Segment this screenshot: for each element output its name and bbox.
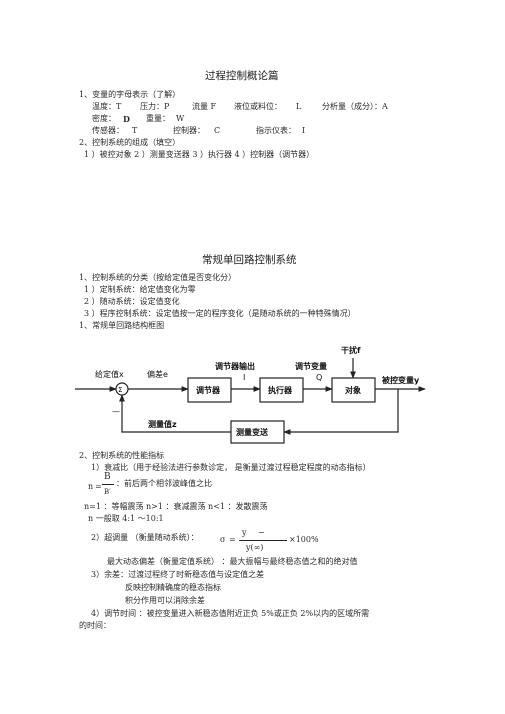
actuator-box — [259, 377, 304, 403]
var-density-symbol: D — [123, 114, 130, 124]
transmitter-box — [230, 420, 285, 444]
object-box — [331, 377, 376, 403]
var-pressure: 压力：P — [140, 102, 170, 111]
label-sigma: Σ — [118, 386, 122, 394]
heading-composition: 2、控制系统的组成（填空） — [79, 138, 181, 147]
ratio-description: ：前后两个相邻波峰值之比 — [116, 479, 212, 488]
perf-decay-ratio: 1）衰减比（用于经验法进行参数诊定， 是衡量过渡过程稳定程度的动态指标） — [91, 463, 371, 472]
classification-item-3: 3 ）程序控制系统：设定值按一定的程序变化（是随动系统的一种特殊情况） — [84, 309, 356, 318]
label-object: 对象 — [345, 385, 361, 395]
overshoot-numerator: y — [242, 528, 247, 537]
arrow-feedback-to-transmitter — [283, 389, 399, 435]
label-transmitter: 测量变送 — [236, 427, 269, 437]
overshoot-equals: = — [229, 535, 236, 544]
classification-item-2: 2 ）随动系统：设定值变化 — [84, 297, 180, 306]
perf-residual: 3）余差：过渡过程终了时新稳态值与设定值之差 — [91, 570, 265, 579]
heading-variable-letters: 1、变量的字母表示（了解） — [79, 90, 181, 99]
label-setpoint: 给定值x — [95, 369, 124, 379]
label-deviation: 偏差e — [147, 369, 168, 379]
var-analysis: 分析量（成分）：A — [322, 102, 388, 111]
ratio-equals: = — [95, 482, 102, 491]
overshoot-numerator-minus: − — [258, 528, 265, 537]
var-indicator-symbol: I — [302, 126, 306, 135]
section-title-single-loop: 常规单回路控制系统 — [202, 254, 297, 266]
var-level: 液位或料位： — [234, 102, 282, 111]
controller-box — [187, 377, 232, 403]
arrow-measured — [119, 394, 231, 433]
perf-settling-time-cont: 的时间： — [79, 621, 111, 630]
label-controller-output-symbol: I — [243, 373, 245, 382]
ratio-numerator: B — [104, 472, 111, 482]
var-controller: 控制器： — [173, 126, 205, 135]
var-weight: 重量： — [146, 114, 170, 123]
label-actuator: 执行器 — [268, 385, 293, 395]
overshoot-sigma: σ — [220, 535, 226, 544]
label-measured: 测量值z — [148, 419, 177, 429]
ratio-n: n — [88, 482, 94, 491]
var-flow: 流量 F — [192, 102, 217, 111]
max-dynamic-deviation: 最大动态偏差（衡量定值系统） ：最大振幅与最终稳态值之和的绝对值 — [107, 557, 358, 566]
summing-junction — [115, 382, 129, 396]
heading-performance: 2、控制系统的性能指标 — [79, 451, 165, 460]
classification-item-1: 1 ）定制系统：给定值变化为零 — [84, 285, 196, 294]
decay-cases: n=1 ：等幅震荡 n>1 ：衰减震荡 n<1 ：发散震荡 — [84, 502, 268, 511]
ratio-denominator: B′ — [104, 488, 111, 496]
var-density: 密度： — [92, 114, 116, 123]
section-title-overview: 过程控制概论篇 — [205, 70, 279, 82]
var-level-symbol: L — [296, 102, 302, 111]
overshoot-denominator: y(∞) — [246, 543, 264, 552]
var-weight-symbol: W — [176, 114, 185, 123]
perf-overshoot: 2）超调量 （衡量随动系统）： — [91, 533, 199, 542]
var-sensor: 传感器： — [92, 126, 124, 135]
var-controller-symbol: C — [214, 126, 221, 135]
var-indicator: 指示仪表： — [256, 126, 296, 135]
label-minus: — — [112, 407, 120, 416]
label-disturbance: 干扰f — [341, 345, 361, 355]
label-manipulated-symbol: Q — [316, 373, 322, 382]
label-controller-output: 调节器输出 — [215, 361, 255, 371]
residual-note-1: 反映控制精确度的稳态指标 — [125, 583, 221, 592]
composition-list: 1 ）被控对象 2 ）测量变送器 3 ）执行器 4 ）控制器（调节器） — [84, 150, 315, 159]
label-manipulated: 调节变量 — [295, 361, 327, 371]
heading-classification: 1、控制系统的分类（按给定值是否变化分） — [79, 273, 237, 282]
var-temperature: 温度：T — [92, 102, 122, 111]
residual-note-2: 积分作用可以消除余差 — [125, 596, 205, 605]
var-sensor-symbol: T — [132, 126, 138, 135]
perf-settling-time: 4）调节时间 ：被控变量进入新稳态值附近正负 5%或正负 2%以内的区域所需 — [91, 609, 370, 618]
overshoot-fraction-bar — [239, 540, 287, 541]
ratio-fraction-bar — [102, 484, 114, 485]
heading-block-diagram: 1、常规单回路结构框图 — [79, 321, 165, 330]
overshoot-percent: ×100% — [289, 535, 319, 544]
label-controller: 调节器 — [196, 385, 221, 395]
label-controlled: 被控变量y — [382, 375, 420, 385]
decay-general: n 一般取 4:1 ～10:1 — [88, 514, 164, 523]
